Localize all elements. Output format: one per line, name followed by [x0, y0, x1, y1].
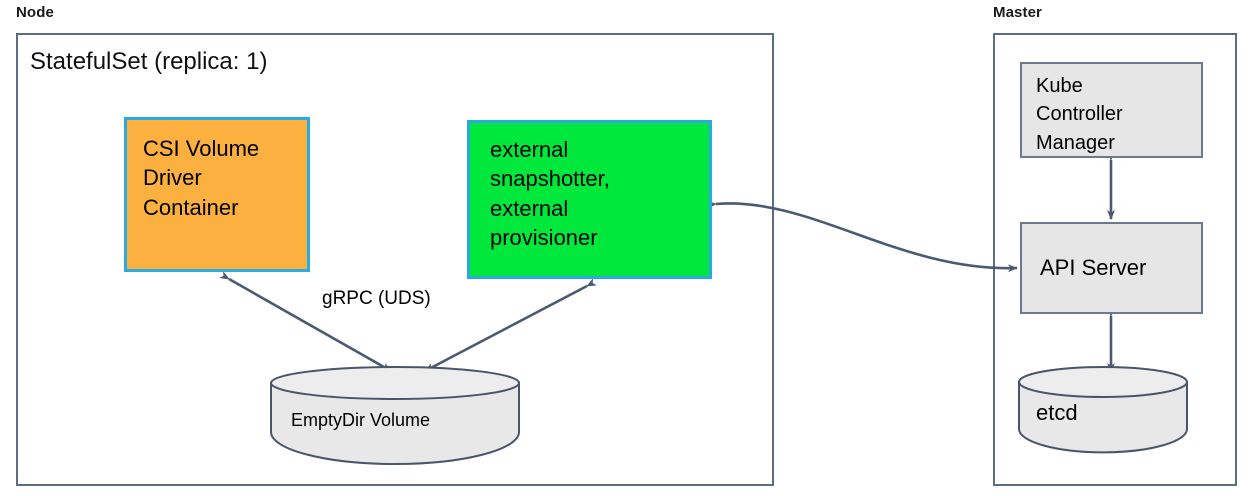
kube-controller-manager-box[interactable]: Kube Controller Manager	[1020, 62, 1203, 158]
api-server-label: API Server	[1040, 255, 1147, 281]
etcd-label: etcd	[1036, 400, 1078, 425]
csi-volume-driver-container-label: CSI Volume Driver Container	[143, 136, 260, 220]
emptydir-volume-label: EmptyDir Volume	[291, 410, 431, 430]
kube-controller-manager-label: Kube Controller Manager	[1036, 75, 1123, 154]
csi-volume-driver-container-box[interactable]: CSI Volume Driver Container	[124, 117, 310, 272]
external-sidecars-box[interactable]: external snapshotter, external provision…	[467, 120, 712, 279]
node-group-label: Node	[16, 4, 54, 21]
grpc-uds-edge-label: gRPC (UDS)	[322, 288, 431, 309]
statefulset-title: StatefulSet (replica: 1)	[30, 48, 268, 75]
external-sidecars-label: external snapshotter, external provision…	[490, 137, 610, 250]
master-group-label: Master	[993, 4, 1042, 21]
api-server-box[interactable]: API Server	[1020, 222, 1203, 314]
